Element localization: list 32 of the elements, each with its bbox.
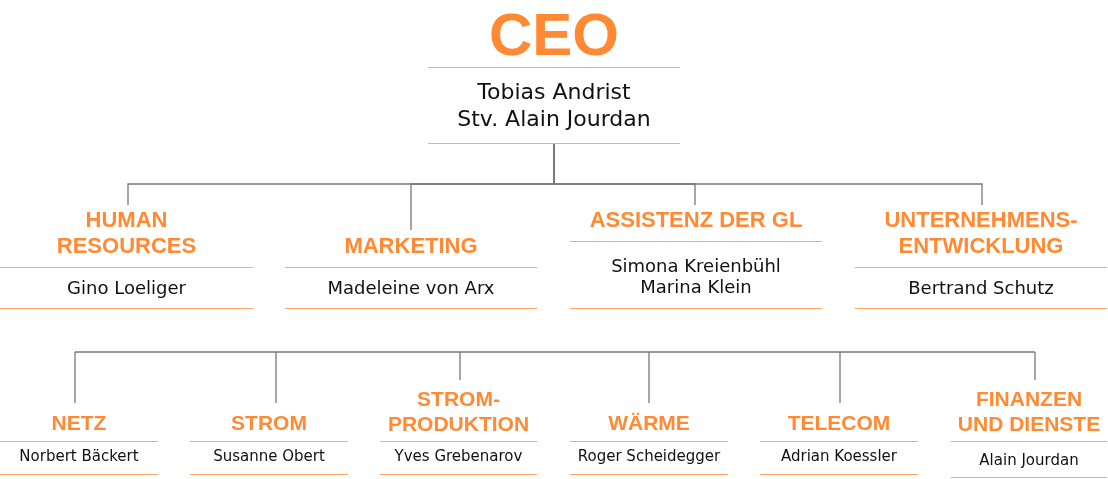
connector-line — [74, 351, 76, 404]
connector-line — [648, 351, 650, 404]
department-heading: CEO — [489, 4, 619, 66]
person-name: Yves Grebenarov — [394, 447, 523, 465]
department-heading: HUMAN RESOURCES — [55, 207, 198, 259]
department-heading: FINANZEN UND DIENSTE — [956, 386, 1102, 436]
person-name: Marina Klein — [640, 276, 752, 297]
department-heading: STROM- PRODUKTION — [386, 386, 531, 436]
connector-line — [839, 351, 841, 404]
person-name: Norbert Bäckert — [19, 447, 139, 465]
department-heading: TELECOM — [787, 410, 891, 435]
person-name: Bertrand Schutz — [908, 278, 1054, 298]
department-heading: ASSISTENZ DER GL — [589, 207, 803, 233]
person-name: Roger Scheidegger — [577, 447, 721, 465]
person-name: Simona Kreienbühl — [611, 255, 781, 276]
person-name: Adrian Koessler — [781, 447, 897, 465]
connector-line — [275, 351, 277, 404]
department-heading: UNTERNEHMENS- ENTWICKLUNG — [883, 207, 1079, 259]
connector-line — [1034, 351, 1036, 381]
department-heading: STROM — [231, 410, 307, 435]
department-heading: NETZ — [51, 410, 107, 435]
person-name: Alain Jourdan — [979, 451, 1079, 469]
connector-line — [459, 351, 461, 381]
person-name: Madeleine von Arx — [327, 278, 495, 298]
department-heading: MARKETING — [344, 233, 478, 259]
person-name: Gino Loeliger — [67, 278, 186, 298]
connector-line — [553, 143, 983, 206]
person-name: Susanne Obert — [213, 447, 325, 465]
person-name: Stv. Alain Jourdan — [457, 105, 651, 132]
department-heading: WÄRME — [608, 410, 690, 435]
connector-bar — [74, 351, 1036, 353]
person-name: Tobias Andrist — [477, 78, 631, 105]
